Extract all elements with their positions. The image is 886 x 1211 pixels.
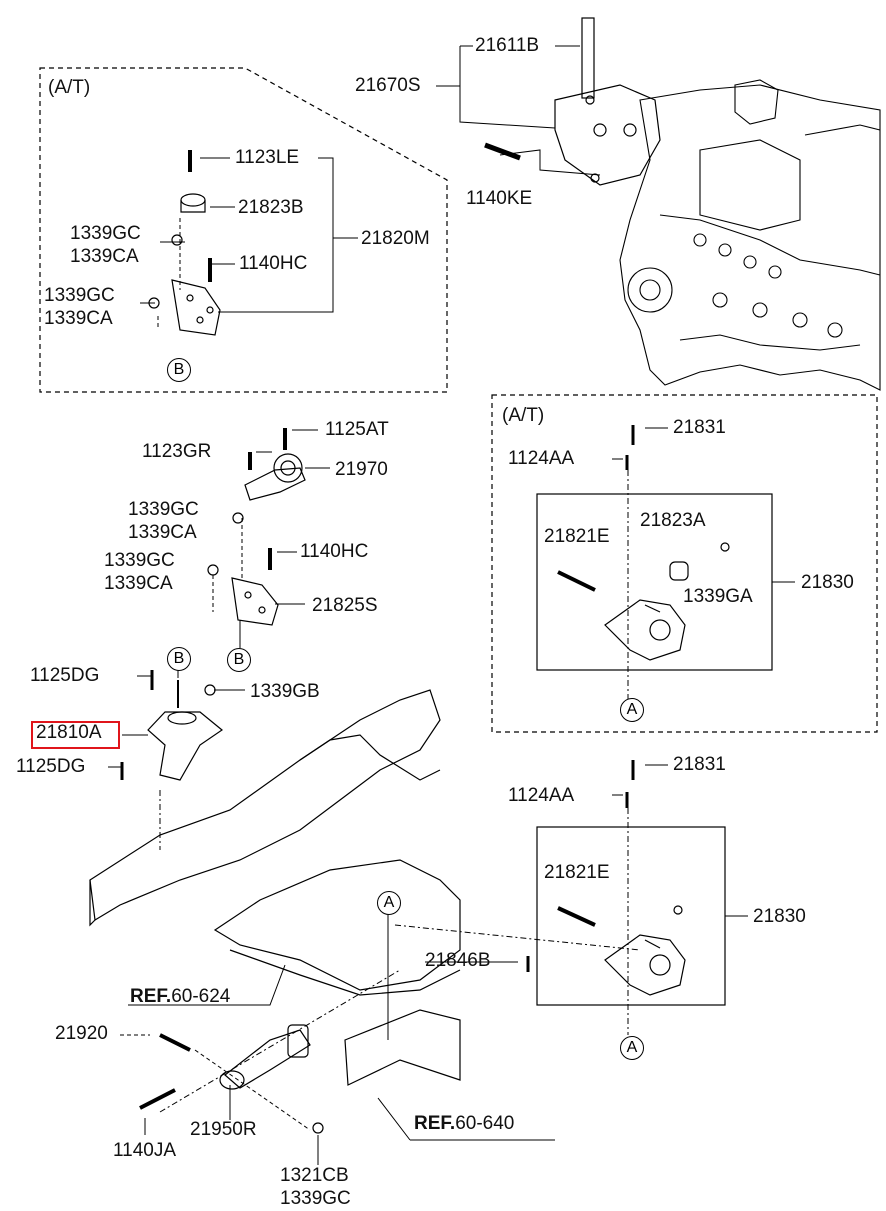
part-21821E-label-2[interactable]: 21821E: [544, 862, 610, 883]
part-1339GC-label-2[interactable]: 1339GC: [44, 285, 115, 306]
part-21846B-label[interactable]: 21846B: [425, 950, 491, 971]
part-1125AT-label[interactable]: 1125AT: [325, 419, 389, 440]
part-21823A-label[interactable]: 21823A: [640, 510, 706, 531]
callout-b-top: B: [167, 358, 191, 382]
part-21825S-label[interactable]: 21825S: [312, 595, 378, 616]
part-1339GB-label[interactable]: 1339GB: [250, 681, 320, 702]
part-1124AA-label-1[interactable]: 1124AA: [508, 448, 575, 469]
subframe-drawing: [89, 689, 461, 1086]
part-21810A-label[interactable]: 21810A: [36, 722, 102, 743]
at-section-top-left-border: [39, 67, 448, 393]
part-1123LE-label[interactable]: 1123LE: [235, 147, 300, 168]
part-1123GR-label[interactable]: 1123GR: [142, 441, 212, 462]
at-mount-top-left-drawing: [148, 150, 221, 336]
part-1140KE-label[interactable]: 1140KE: [466, 188, 533, 209]
part-21970-label[interactable]: 21970: [335, 459, 388, 480]
part-1140JA-label[interactable]: 1140JA: [113, 1140, 177, 1161]
at-mount-middle-drawing: [207, 428, 306, 626]
part-1339CA-label-3[interactable]: 1339CA: [128, 522, 197, 543]
part-1339CA-label-4[interactable]: 1339CA: [104, 573, 173, 594]
part-21823B-label[interactable]: 21823B: [238, 197, 304, 218]
part-1339GC-label-3[interactable]: 1339GC: [128, 499, 199, 520]
part-21831-label-1[interactable]: 21831: [673, 417, 726, 438]
engine-block-drawing: [619, 79, 881, 391]
part-21830-label-1[interactable]: 21830: [801, 572, 854, 593]
part-21920-label[interactable]: 21920: [55, 1023, 108, 1044]
part-21670S-label[interactable]: 21670S: [355, 75, 421, 96]
part-1339GC-label-4[interactable]: 1339GC: [104, 550, 175, 571]
part-21830-label-2[interactable]: 21830: [753, 906, 806, 927]
part-1339GC-label-5[interactable]: 1339GC: [280, 1188, 351, 1209]
engine-mount-21810A-drawing: [120, 670, 224, 781]
leader-lines: [108, 45, 795, 1165]
section-at-top-left: (A/T): [48, 77, 91, 98]
part-21810A-highlight: [31, 721, 120, 749]
section-at-right: (A/T): [502, 405, 545, 426]
part-1339GC-label-1[interactable]: 1339GC: [70, 223, 141, 244]
part-21820M-label[interactable]: 21820M: [361, 228, 430, 249]
at-section-right-border: [491, 394, 878, 733]
mount-group-lower-box: [536, 826, 726, 1006]
callout-b-middle: B: [227, 648, 251, 672]
part-1124AA-label-2[interactable]: 1124AA: [508, 785, 575, 806]
part-1339CA-label-2[interactable]: 1339CA: [44, 308, 113, 329]
bracket-21670S-drawing: [484, 17, 661, 186]
part-1140HC-label-1[interactable]: 1140HC: [239, 253, 308, 274]
roll-rod-21950R-drawing: [139, 956, 530, 1134]
transmission-mount-21830-lower-drawing: [557, 760, 686, 996]
part-1321CB-label[interactable]: 1321CB: [280, 1165, 349, 1186]
callout-a-lower: A: [620, 1036, 644, 1060]
part-1339CA-label-1[interactable]: 1339CA: [70, 246, 139, 267]
reference-60-624[interactable]: REF.60-624: [130, 986, 231, 1007]
reference-60-640[interactable]: REF.60-640: [414, 1113, 515, 1134]
part-21611B-label[interactable]: 21611B: [475, 35, 540, 56]
callout-b-mount: B: [167, 647, 191, 671]
callout-a-upper: A: [620, 698, 644, 722]
transmission-mount-21830-upper-drawing: [557, 425, 730, 661]
part-1125DG-label-1[interactable]: 1125DG: [30, 665, 100, 686]
part-1339GA-label[interactable]: 1339GA: [683, 586, 753, 607]
part-21950R-label[interactable]: 21950R: [190, 1119, 257, 1140]
part-21831-label-2[interactable]: 21831: [673, 754, 726, 775]
part-21821E-label-1[interactable]: 21821E: [544, 526, 610, 547]
part-1140HC-label-2[interactable]: 1140HC: [300, 541, 369, 562]
callout-a-subframe: A: [377, 891, 401, 915]
part-1125DG-label-2[interactable]: 1125DG: [16, 756, 86, 777]
